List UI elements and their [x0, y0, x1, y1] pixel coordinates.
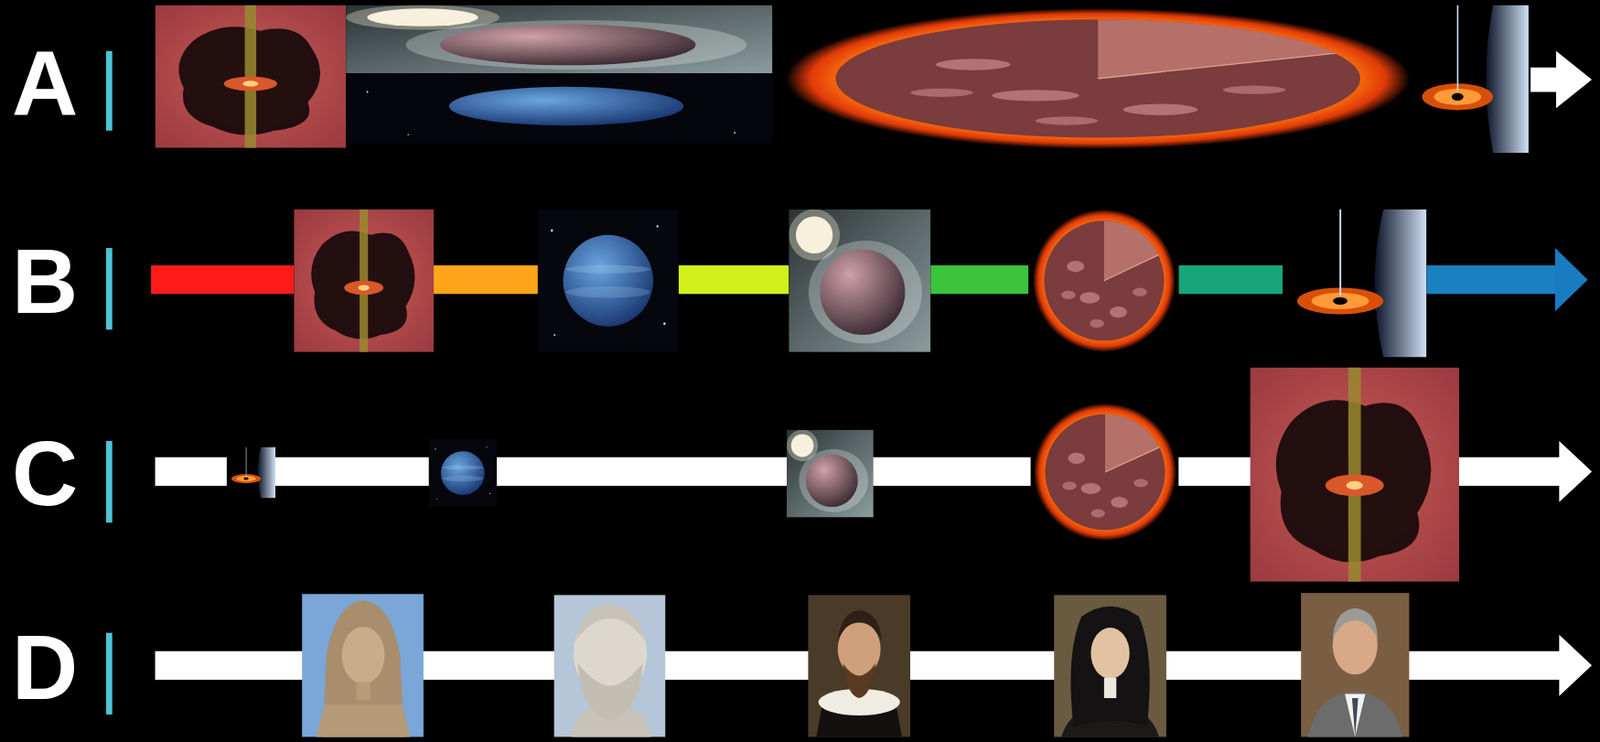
row-b-rainbow-timeline: [1426, 265, 1559, 294]
kepler-portrait: [807, 594, 911, 737]
row-c-timeline: [1249, 367, 1460, 582]
pharaoh-statue-portrait: [301, 593, 424, 737]
webb-portrait: [1308, 691, 1403, 737]
row-c-timeline: [226, 447, 277, 499]
row-a-illustrations: [366, 91, 369, 94]
pharaoh-statue-portrait: [355, 681, 371, 700]
row-c-timeline: [786, 429, 874, 518]
row-letter: A: [11, 37, 78, 129]
row-a-illustrations: [345, 5, 773, 75]
row-b-rainbow-timeline: [1282, 209, 1427, 358]
homer-bust-portrait: [577, 663, 643, 720]
webb-portrait: [1352, 697, 1359, 737]
kepler-portrait: [837, 610, 882, 641]
row-a-illustrations: [345, 73, 773, 144]
row-b-rainbow-timeline: [433, 265, 538, 294]
row-b-rainbow-timeline: [537, 209, 679, 353]
row-a-illustrations: [785, 8, 1411, 150]
leibniz-portrait: [1070, 606, 1149, 728]
row-c-timeline: [1033, 403, 1177, 542]
row-separator-bar: [106, 247, 113, 330]
kepler-portrait: [842, 663, 876, 698]
row-a-illustrations: [1410, 5, 1529, 154]
row-a-illustrations: [155, 5, 347, 149]
leibniz-portrait: [1053, 594, 1167, 737]
row-b-rainbow-timeline: [150, 265, 294, 294]
row-a-illustrations: [408, 134, 409, 136]
homer-bust-portrait: [554, 594, 666, 737]
row-c-timeline: [428, 439, 497, 508]
row-b-rainbow-timeline: [1028, 209, 1179, 353]
row-a-illustrations: [733, 131, 736, 134]
homer-bust-portrait: [575, 603, 645, 641]
row-letter: B: [11, 235, 78, 327]
row-b-rainbow-timeline: [788, 209, 931, 353]
leibniz-portrait: [1104, 677, 1117, 698]
webb-portrait: [1344, 694, 1365, 738]
webb-portrait: [1300, 592, 1409, 737]
pharaoh-statue-portrait: [316, 704, 411, 738]
row-a-illustrations: [1530, 51, 1592, 108]
homer-bust-portrait: [554, 594, 666, 737]
kepler-portrait: [807, 594, 911, 737]
row-b-rainbow-timeline: [150, 209, 1589, 358]
webb-portrait: [1332, 608, 1378, 639]
row-separator-bar: [106, 51, 113, 131]
row-a-illustrations: [449, 86, 685, 126]
row-b-rainbow-timeline: [293, 209, 434, 353]
row-c-timeline: [155, 367, 1593, 582]
row-separator-bar: [106, 51, 113, 715]
row-c-timeline: [1558, 440, 1592, 503]
row-separator-bar: [106, 633, 113, 715]
row-d-timeline: [1558, 634, 1592, 697]
pharaoh-statue-portrait: [301, 593, 424, 737]
row-b-rainbow-timeline: [930, 265, 1029, 294]
row-separator-bar: [106, 440, 113, 523]
row-b-rainbow-timeline: [1555, 247, 1589, 312]
pharaoh-statue-portrait: [342, 626, 386, 684]
row-letter: C: [11, 427, 78, 519]
row-a-illustrations: [155, 5, 1593, 154]
row-b-rainbow-timeline: [678, 265, 789, 294]
row-b-rainbow-timeline: [1178, 265, 1283, 294]
leibniz-portrait: [1053, 594, 1167, 737]
row-c-timeline: [1030, 403, 1180, 542]
row-letter: D: [11, 621, 78, 713]
leibniz-portrait: [1090, 627, 1129, 679]
row-b-rainbow-timeline: [1032, 209, 1176, 353]
webb-portrait: [1300, 592, 1409, 737]
